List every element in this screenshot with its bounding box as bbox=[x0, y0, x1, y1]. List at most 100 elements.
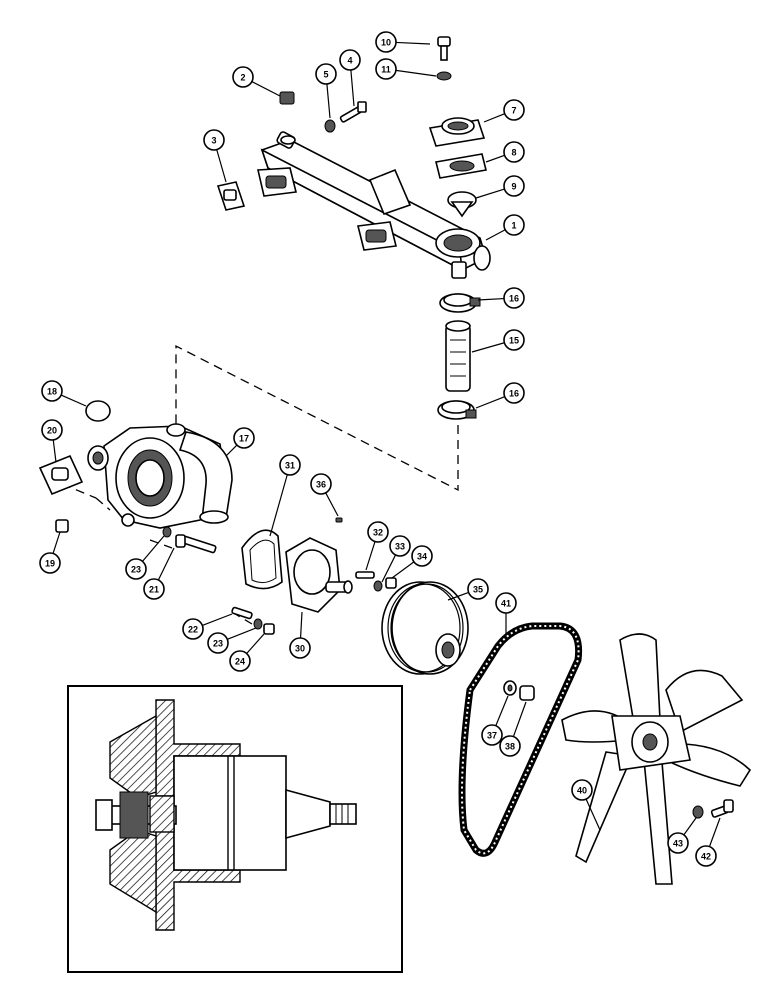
leader-line bbox=[225, 444, 238, 457]
callout-36: 36 bbox=[310, 473, 339, 517]
leader-line bbox=[585, 798, 601, 831]
callout-label: 2 bbox=[240, 73, 245, 83]
leader-line bbox=[475, 188, 505, 199]
callout-label: 11 bbox=[381, 65, 391, 75]
callout-label: 16 bbox=[509, 294, 519, 304]
callout-label: 1 bbox=[511, 221, 516, 231]
callout-label: 23 bbox=[213, 639, 223, 649]
callout-circle bbox=[125, 558, 147, 580]
leader-line bbox=[202, 613, 233, 626]
callout-label: 19 bbox=[45, 559, 55, 569]
gasket-31 bbox=[241, 529, 283, 590]
callout-circle bbox=[503, 329, 525, 351]
callout-24: 24 bbox=[229, 633, 265, 672]
callout-15: 15 bbox=[471, 329, 525, 353]
callout-label: 40 bbox=[577, 786, 587, 796]
callout-label: 32 bbox=[373, 528, 383, 538]
leader-line bbox=[157, 547, 175, 581]
callout-circle bbox=[39, 552, 61, 574]
callout-circle bbox=[503, 175, 525, 197]
callout-circle bbox=[389, 535, 411, 557]
leader-line bbox=[395, 69, 437, 77]
callout-42: 42 bbox=[695, 817, 721, 867]
callout-label: 17 bbox=[239, 434, 249, 444]
callout-3: 3 bbox=[203, 129, 227, 183]
bolt-42 bbox=[710, 799, 734, 818]
leader-line bbox=[325, 492, 339, 517]
leader-line bbox=[142, 535, 165, 562]
assembly-dashed-line bbox=[175, 344, 459, 492]
callout-20: 20 bbox=[41, 419, 63, 463]
callout-circle bbox=[41, 380, 63, 402]
callout-label: 10 bbox=[381, 38, 391, 48]
callout-circle bbox=[481, 724, 503, 746]
bolt-21 bbox=[175, 534, 217, 554]
callout-circle bbox=[695, 845, 717, 867]
callout-circle bbox=[467, 578, 489, 600]
plug-18 bbox=[85, 400, 111, 422]
water-manifold bbox=[257, 131, 491, 279]
callout-circle bbox=[279, 454, 301, 476]
callout-18: 18 bbox=[41, 380, 87, 407]
callout-32: 32 bbox=[365, 521, 389, 571]
callout-label: 42 bbox=[701, 852, 711, 862]
callout-circle bbox=[503, 99, 525, 121]
callout-circle bbox=[207, 632, 229, 654]
leader-line bbox=[216, 149, 227, 183]
pump-cutaway-inset bbox=[67, 685, 403, 973]
spacer-38 bbox=[519, 685, 535, 701]
callout-circle bbox=[229, 650, 251, 672]
gasket-3 bbox=[216, 181, 246, 211]
callout-35: 35 bbox=[447, 578, 489, 601]
callout-17: 17 bbox=[225, 427, 255, 457]
callout-5: 5 bbox=[315, 63, 337, 119]
callout-label: 5 bbox=[323, 70, 328, 80]
callout-circle bbox=[367, 521, 389, 543]
callout-label: 7 bbox=[511, 106, 516, 116]
callout-circle bbox=[375, 58, 397, 80]
callout-label: 31 bbox=[285, 461, 295, 471]
callout-41: 41 bbox=[495, 592, 517, 634]
leader-line bbox=[708, 817, 721, 847]
callout-label: 30 bbox=[295, 644, 305, 654]
callout-circle bbox=[310, 473, 332, 495]
callout-1: 1 bbox=[485, 214, 525, 241]
callout-19: 19 bbox=[39, 531, 61, 574]
leader-line bbox=[251, 81, 281, 97]
callout-circle bbox=[499, 735, 521, 757]
washer-23-lower bbox=[253, 618, 263, 630]
leader-line bbox=[269, 474, 288, 537]
callout-label: 23 bbox=[131, 565, 141, 575]
pump-housing-17 bbox=[87, 423, 233, 529]
callout-circle bbox=[667, 832, 689, 854]
callout-label: 41 bbox=[501, 599, 511, 609]
leader-line bbox=[495, 695, 509, 726]
callout-circle bbox=[339, 49, 361, 71]
leader-line bbox=[52, 531, 61, 554]
callout-label: 36 bbox=[316, 480, 326, 490]
washer-11 bbox=[436, 71, 452, 81]
callout-circle bbox=[41, 419, 63, 441]
water-pump-30 bbox=[285, 537, 353, 613]
callout-circle bbox=[203, 129, 225, 151]
leader-line bbox=[60, 394, 87, 407]
gasket-8 bbox=[435, 153, 487, 179]
leader-line bbox=[326, 83, 331, 119]
callout-label: 8 bbox=[511, 148, 516, 158]
callout-23: 23 bbox=[207, 627, 257, 654]
thermostat-9 bbox=[447, 191, 477, 218]
callout-16: 16 bbox=[475, 382, 525, 409]
callout-10: 10 bbox=[375, 31, 431, 53]
leader-line bbox=[391, 561, 415, 579]
callout-23: 23 bbox=[125, 535, 165, 580]
callout-8: 8 bbox=[485, 141, 525, 163]
gasket-20 bbox=[38, 454, 84, 496]
leader-line bbox=[485, 229, 506, 241]
callout-label: 3 bbox=[211, 136, 216, 146]
leader-line bbox=[512, 701, 527, 737]
stud-32 bbox=[355, 571, 375, 579]
belt-41 bbox=[458, 622, 583, 857]
callout-circle bbox=[571, 779, 593, 801]
hose-15 bbox=[445, 320, 471, 392]
callout-34: 34 bbox=[391, 545, 433, 579]
